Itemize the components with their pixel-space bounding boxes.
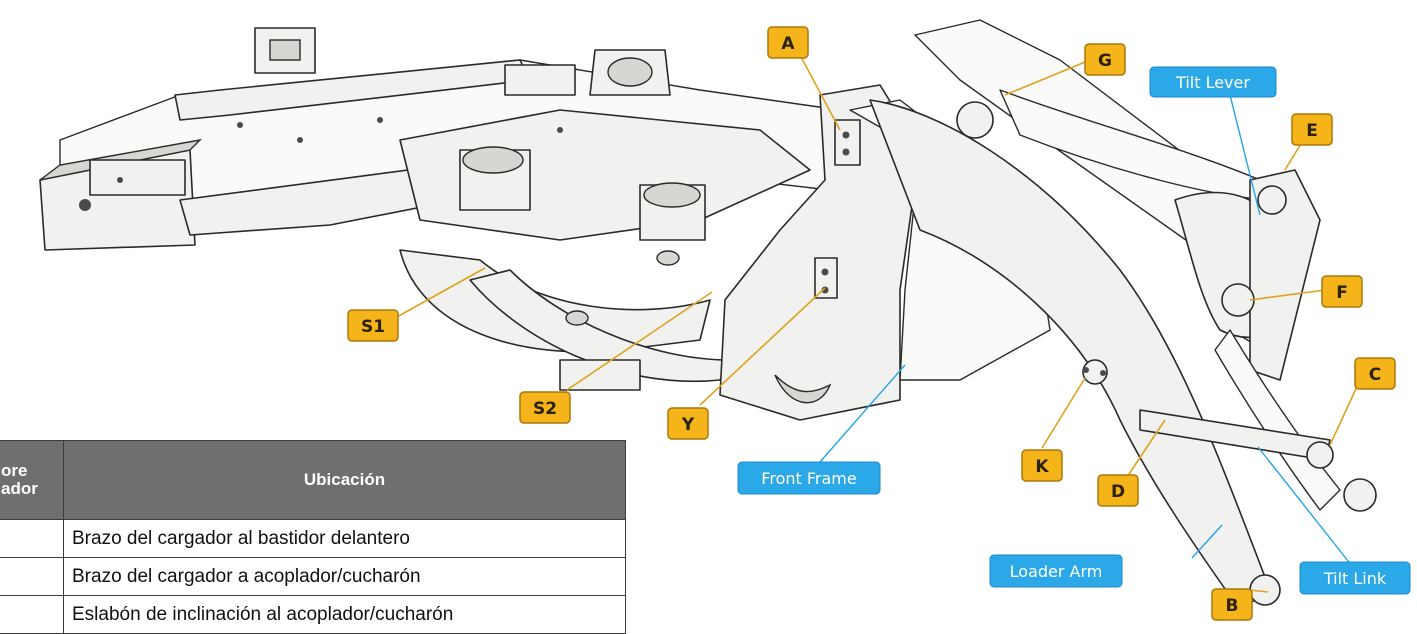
table-row: Brazo del cargador al bastidor delantero (0, 519, 626, 558)
header-location: Ubicación (63, 440, 626, 520)
tag-e: E (1291, 113, 1333, 146)
table-cell-location: Brazo del cargador al bastidor delantero (63, 519, 626, 558)
table-header-row: ore ador Ubicación (0, 440, 626, 520)
callout-tilt-lever: Tilt Lever (1149, 66, 1277, 98)
svg-text:Tilt Link: Tilt Link (1323, 569, 1387, 588)
tag-g: G (1084, 43, 1126, 76)
blue-leaders (819, 94, 1353, 567)
table-row: Eslabón de inclinación al acoplador/cuch… (0, 595, 626, 634)
tag-d: D (1097, 474, 1139, 507)
pin-location-table: ore ador Ubicación Brazo del cargador al… (0, 440, 626, 634)
svg-text:S1: S1 (361, 317, 385, 337)
loader-arm-assembly (869, 19, 1377, 611)
tag-s1: S1 (347, 309, 399, 342)
rear-frame (39, 27, 841, 391)
svg-text:K: K (1035, 457, 1049, 477)
svg-text:F: F (1336, 283, 1348, 303)
svg-text:A: A (781, 34, 795, 54)
orange-leaders (394, 54, 1361, 593)
tag-k: K (1021, 449, 1063, 482)
table-cell-code (0, 519, 64, 558)
svg-text:E: E (1306, 121, 1318, 141)
header-pin-code: ore ador (0, 440, 64, 520)
svg-text:C: C (1369, 365, 1381, 385)
table-cell-code (0, 595, 64, 634)
svg-text:Tilt Lever: Tilt Lever (1175, 73, 1250, 92)
svg-text:Front Frame: Front Frame (761, 469, 856, 488)
table-row: Brazo del cargador a acoplador/cucharón (0, 557, 626, 596)
svg-text:S2: S2 (533, 399, 557, 419)
table-cell-location: Brazo del cargador a acoplador/cucharón (63, 557, 626, 596)
tag-f: F (1321, 275, 1363, 308)
table-cell-code (0, 557, 64, 596)
tag-c: C (1354, 357, 1396, 390)
table: ore ador Ubicación Brazo del cargador al… (0, 440, 626, 634)
svg-text:B: B (1226, 596, 1239, 616)
svg-text:Loader Arm: Loader Arm (1010, 562, 1103, 581)
tag-s2: S2 (519, 391, 571, 424)
svg-text:D: D (1111, 482, 1125, 502)
svg-text:G: G (1098, 51, 1112, 71)
callout-tilt-link: Tilt Link (1299, 561, 1411, 595)
svg-text:Y: Y (681, 415, 695, 435)
table-cell-location: Eslabón de inclinación al acoplador/cuch… (63, 595, 626, 634)
tag-a: A (767, 26, 809, 59)
tag-y: Y (667, 407, 709, 440)
tag-b: B (1211, 588, 1253, 621)
callout-front-frame: Front Frame (737, 461, 881, 495)
callout-loader-arm: Loader Arm (989, 554, 1123, 588)
